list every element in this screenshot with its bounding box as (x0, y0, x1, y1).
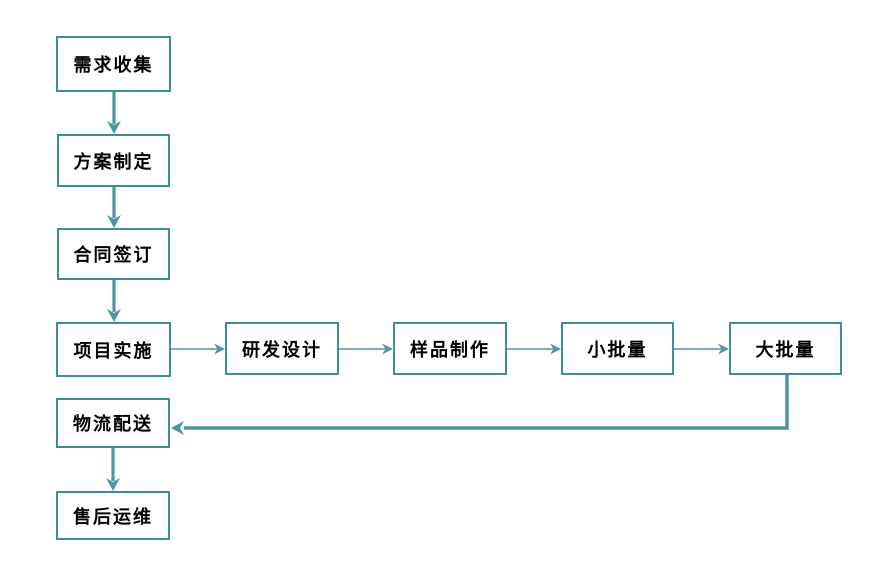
node-label: 方案制定 (73, 151, 154, 173)
arrowhead-icon (214, 343, 225, 355)
node-implementation: 项目实施 (56, 322, 171, 377)
node-contract: 合同签订 (57, 228, 170, 280)
arrowhead-icon (107, 309, 121, 322)
node-rd-design: 研发设计 (225, 322, 339, 375)
arrow-small-batch-to-large-batch (674, 343, 729, 355)
arrowhead-icon (550, 343, 561, 355)
node-label: 项目实施 (73, 340, 154, 362)
arrow-requirements-to-plan (107, 92, 121, 134)
arrowhead-icon (718, 343, 729, 355)
node-small-batch: 小批量 (561, 322, 674, 375)
node-label: 物流配送 (73, 414, 153, 435)
arrowhead-icon (382, 343, 393, 355)
node-label: 合同签订 (73, 245, 154, 266)
arrowhead-icon (171, 421, 184, 435)
node-label: 售后运维 (73, 506, 153, 528)
arrow-contract-to-implementation (107, 280, 121, 322)
node-large-batch: 大批量 (729, 322, 842, 375)
node-label: 小批量 (587, 339, 648, 361)
arrow-rd-design-to-sample (339, 343, 393, 355)
arrowhead-icon (107, 121, 121, 134)
node-label: 样品制作 (410, 339, 490, 361)
node-aftersales: 售后运维 (56, 491, 170, 540)
arrowhead-icon (107, 215, 121, 228)
arrow-implementation-to-rd-design (171, 343, 225, 355)
arrow-large-batch-to-logistics (171, 375, 789, 435)
node-plan: 方案制定 (57, 134, 170, 187)
node-label: 需求收集 (73, 55, 154, 76)
node-requirements: 需求收集 (56, 36, 171, 92)
arrow-plan-to-contract (107, 187, 121, 228)
arrow-logistics-to-aftersales (106, 448, 120, 491)
arrowhead-icon (106, 478, 120, 491)
node-label: 大批量 (755, 339, 816, 361)
arrow-sample-to-small-batch (507, 343, 561, 355)
node-label: 研发设计 (242, 339, 322, 361)
node-sample: 样品制作 (393, 322, 507, 375)
node-logistics: 物流配送 (56, 398, 170, 448)
arrow-shaft (184, 375, 789, 430)
